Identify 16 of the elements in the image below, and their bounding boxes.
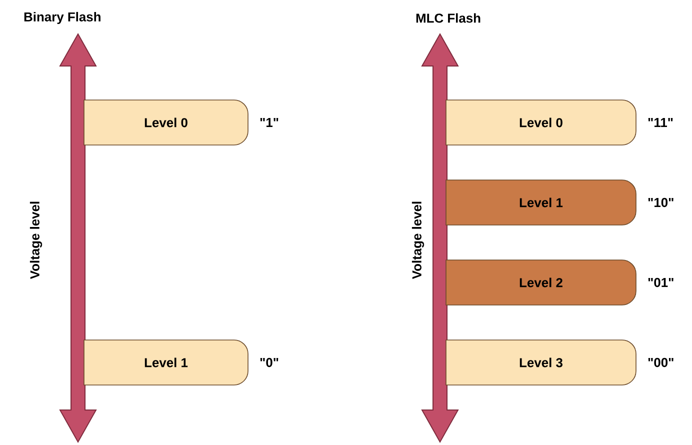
bit-label: "01" [648, 278, 674, 288]
level-box: Level 3 [446, 340, 636, 386]
bit-label: "0" [260, 358, 278, 368]
axis-label: Voltage level [412, 202, 424, 279]
bit-label: "11" [648, 118, 673, 127]
title: MLC Flash [416, 13, 480, 23]
level-box: Level 2 [446, 260, 636, 306]
bit-label: "00" [648, 358, 674, 368]
title: Binary Flash [24, 12, 100, 24]
level-box: Level 1 [446, 180, 636, 226]
bit-label: "10" [648, 198, 674, 208]
bit-label: "1" [260, 118, 278, 127]
level-box: Level 0 [446, 100, 636, 146]
level-box: Level 0 [84, 100, 248, 146]
axis-label: Voltage level [30, 202, 42, 279]
level-box: Level 1 [84, 340, 248, 386]
